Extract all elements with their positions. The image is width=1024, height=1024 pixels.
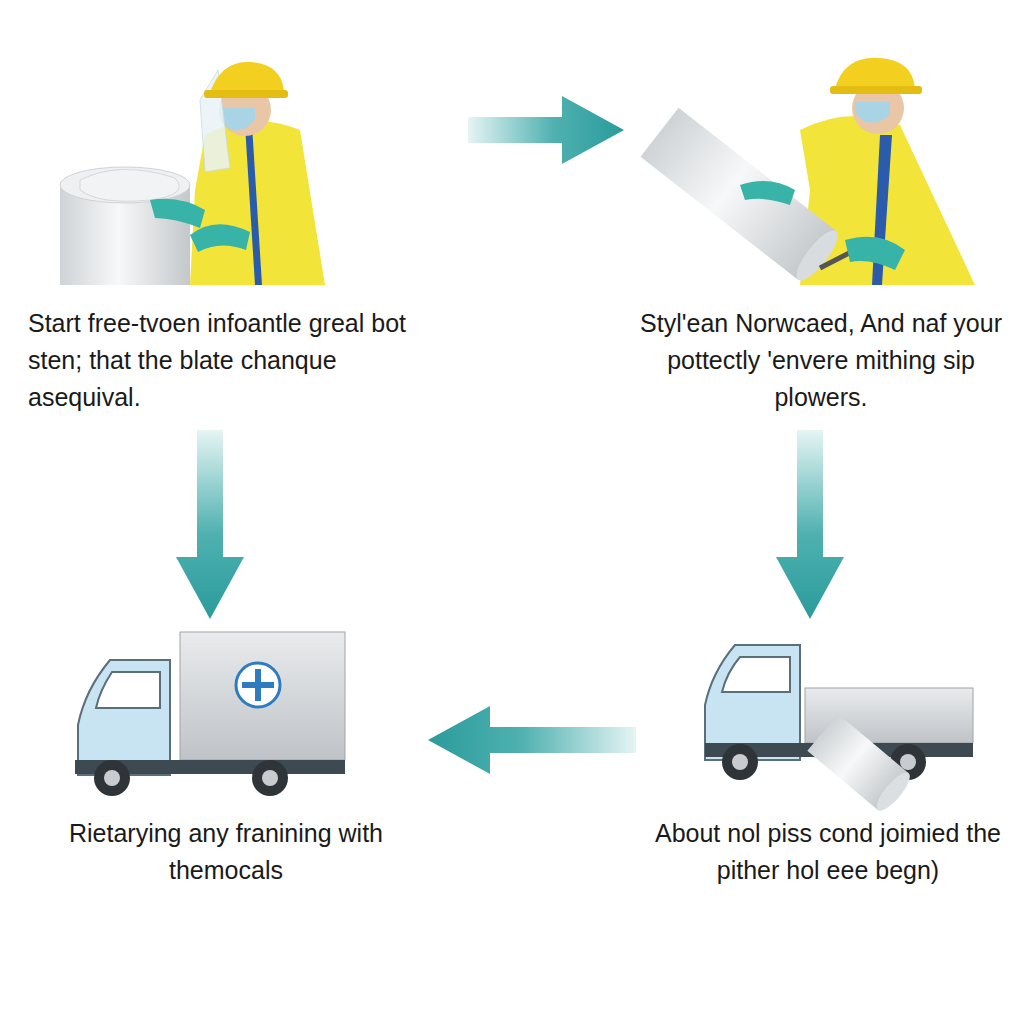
step-caption: Rietarying any franining with themocals — [36, 815, 416, 889]
truck — [75, 632, 345, 796]
step-caption: About nol piss cond joimied the pither h… — [648, 815, 1008, 889]
step-caption: Start free-tvoen infoantle greal bot ste… — [28, 305, 456, 416]
flow-arrow — [428, 706, 636, 774]
flow-arrow — [176, 430, 244, 619]
step-node: Rietarying any franining with themocals — [30, 625, 422, 897]
step-node: Start free-tvoen infoantle greal bot ste… — [22, 55, 462, 424]
worker-with-roll — [60, 62, 325, 285]
truck — [705, 645, 973, 815]
flow-arrow — [776, 430, 844, 619]
step-caption: Styl'ean Norwcaed, And naf your pottectl… — [636, 305, 1006, 416]
worker-with-roll — [640, 58, 975, 286]
flow-arrow — [468, 96, 624, 164]
step-node: About nol piss cond joimied the pither h… — [642, 625, 1014, 897]
step-node: Styl'ean Norwcaed, And naf your pottectl… — [630, 55, 1012, 424]
